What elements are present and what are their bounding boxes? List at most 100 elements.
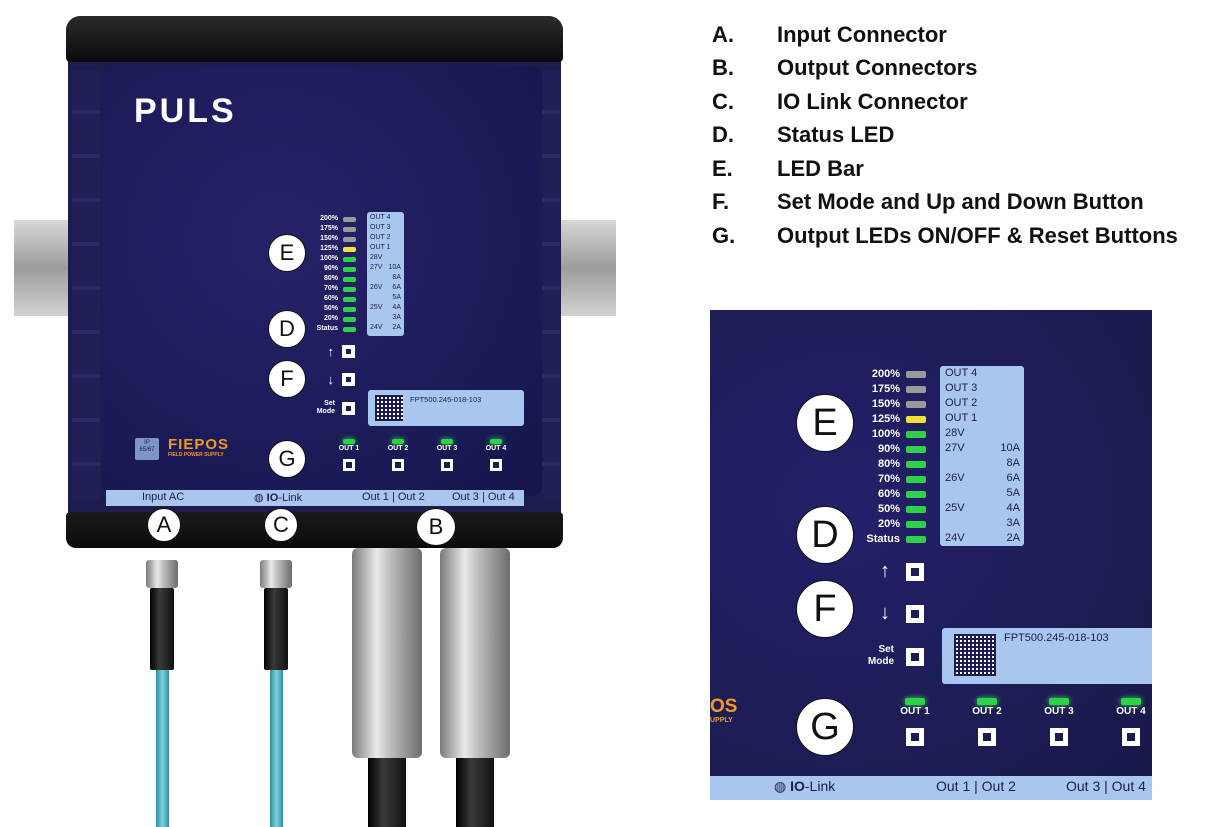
legend-letter: B. bbox=[712, 55, 734, 81]
legend-row: D.Status LED bbox=[712, 119, 1222, 153]
led-bar-led bbox=[906, 490, 926, 498]
led-bar-led bbox=[343, 246, 356, 252]
led-bar-panel-text: 10A bbox=[1000, 442, 1020, 455]
legend-text: Set Mode and Up and Down Button bbox=[777, 189, 1144, 215]
led-bar-panel-text: 27V bbox=[370, 263, 383, 271]
led-bar-label: 80% bbox=[877, 457, 900, 470]
led-bar-led bbox=[343, 236, 356, 242]
fiepos-logo: FIEPOS bbox=[168, 436, 230, 453]
down-button[interactable] bbox=[342, 373, 355, 386]
callout-g: G bbox=[268, 440, 306, 478]
legend-text: IO Link Connector bbox=[777, 88, 968, 114]
zoom-up-button[interactable] bbox=[906, 563, 924, 581]
led-bar-panel-text: 2A bbox=[1006, 532, 1020, 545]
up-button[interactable] bbox=[342, 345, 355, 358]
set-mode-button[interactable] bbox=[342, 402, 355, 415]
output-label: OUT 2 bbox=[387, 445, 409, 452]
device-side-fins-left bbox=[72, 70, 100, 500]
legend-letter: E. bbox=[712, 155, 733, 181]
led-bar-panel-text: 26V bbox=[945, 472, 965, 485]
callout-a: A bbox=[147, 508, 181, 542]
led-bar-led bbox=[343, 326, 356, 332]
led-bar-panel-text: 5A bbox=[392, 293, 401, 301]
led-bar-label: 175% bbox=[871, 382, 900, 395]
legend-letter: C. bbox=[712, 88, 734, 114]
output-reset-button[interactable] bbox=[1050, 728, 1068, 746]
led-bar-label: 100% bbox=[320, 255, 338, 263]
output-reset-button[interactable] bbox=[1122, 728, 1140, 746]
input-cable bbox=[156, 670, 169, 827]
callout-f: F bbox=[268, 360, 306, 398]
output-label: OUT 1 bbox=[338, 445, 360, 452]
led-bar-panel-text: 25V bbox=[945, 502, 965, 515]
output-reset-button[interactable] bbox=[392, 459, 404, 471]
zoom-set-mode-button[interactable] bbox=[906, 648, 924, 666]
led-bar-label: 150% bbox=[871, 397, 900, 410]
output-reset-button[interactable] bbox=[906, 728, 924, 746]
led-bar-label: 200% bbox=[320, 215, 338, 223]
qr-code bbox=[375, 395, 403, 421]
ip-badge-text: IP 65/67 bbox=[139, 440, 155, 453]
legend-row: A.Input Connector bbox=[712, 18, 1222, 52]
legend-text: LED Bar bbox=[777, 155, 864, 181]
led-bar-panel-text: 3A bbox=[1006, 517, 1020, 530]
output-cable-1 bbox=[368, 758, 406, 827]
output-reset-button[interactable] bbox=[343, 459, 355, 471]
zoom-io-link-prefix: IO bbox=[790, 778, 805, 794]
led-bar-label: 60% bbox=[877, 487, 900, 500]
device-top-cap bbox=[66, 16, 563, 62]
callout-c: C bbox=[264, 508, 298, 542]
led-bar-led bbox=[906, 370, 926, 378]
device-side-fins-right bbox=[542, 70, 560, 500]
legend-text: Output Connectors bbox=[777, 55, 978, 81]
led-bar-label: 20% bbox=[323, 315, 338, 323]
output-reset-button[interactable] bbox=[441, 459, 453, 471]
output-label: OUT 4 bbox=[1116, 706, 1146, 717]
led-bar-led bbox=[906, 430, 926, 438]
legend-row: F.Set Mode and Up and Down Button bbox=[712, 186, 1222, 220]
led-bar-led bbox=[343, 316, 356, 322]
led-bar-label: 70% bbox=[877, 472, 900, 485]
input-connector-body bbox=[150, 588, 174, 670]
iolink-cable bbox=[270, 670, 283, 827]
led-bar-label: 125% bbox=[871, 412, 900, 425]
led-bar-label: 100% bbox=[871, 427, 900, 440]
callout-d: D bbox=[268, 310, 306, 348]
led-bar-led bbox=[906, 520, 926, 528]
puls-logo: PULS bbox=[134, 92, 237, 130]
zoom-up-arrow: ↑ bbox=[880, 560, 890, 582]
zoom-serial-number: FPT500.245-018-103 bbox=[1004, 632, 1109, 644]
io-link-suffix: -Link bbox=[278, 492, 303, 504]
output-label: OUT 4 bbox=[485, 445, 507, 452]
zoom-qr-code bbox=[954, 634, 996, 676]
led-bar-label: 70% bbox=[323, 285, 338, 293]
led-bar-led bbox=[906, 385, 926, 393]
legend-row: E. LED Bar bbox=[712, 152, 1222, 186]
led-bar-panel-text: 5A bbox=[1006, 487, 1020, 500]
led-bar-label: 20% bbox=[877, 517, 900, 530]
callout-e: E bbox=[268, 234, 306, 272]
led-bar-panel-text: 4A bbox=[392, 303, 401, 311]
output-reset-button[interactable] bbox=[978, 728, 996, 746]
led-bar-panel-text: 26V bbox=[370, 283, 383, 291]
led-bar-label: 175% bbox=[320, 225, 338, 233]
led-bar-panel-text: 6A bbox=[1006, 472, 1020, 485]
led-bar-led bbox=[343, 256, 356, 262]
led-bar-label: 50% bbox=[877, 502, 900, 515]
output-reset-button[interactable] bbox=[490, 459, 502, 471]
zoom-strip-out34: Out 3 | Out 4 bbox=[1066, 778, 1146, 794]
io-link-icon: ◍ bbox=[254, 492, 264, 504]
zoom-callout-d: D bbox=[796, 506, 854, 564]
led-bar-panel-text: OUT 4 bbox=[945, 367, 978, 380]
set-mode-label: Set Mode bbox=[316, 400, 335, 415]
zoom-down-button[interactable] bbox=[906, 605, 924, 623]
led-bar-info-panel bbox=[367, 212, 404, 336]
output-led bbox=[441, 439, 453, 444]
output-label: OUT 3 bbox=[1044, 706, 1074, 717]
serial-number: FPT500.245-018-103 bbox=[410, 395, 482, 404]
led-bar-panel-text: 3A bbox=[392, 313, 401, 321]
legend-text: Status LED bbox=[777, 122, 895, 148]
legend-text: Input Connector bbox=[777, 21, 947, 47]
led-bar-panel-text: 4A bbox=[1006, 502, 1020, 515]
output-connector-1 bbox=[352, 548, 422, 758]
